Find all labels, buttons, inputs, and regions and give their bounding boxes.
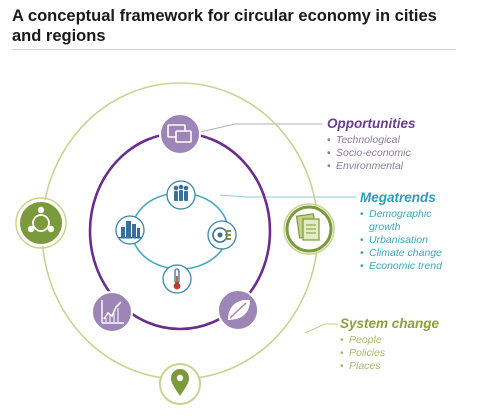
people-network-node — [15, 197, 67, 249]
system-change-item: Policies — [340, 347, 439, 360]
title-divider — [12, 49, 456, 50]
city-icon — [119, 221, 142, 239]
opportunities-heading: Opportunities — [327, 116, 416, 131]
megatrends-item: growth — [369, 221, 401, 233]
thermometer-icon — [173, 268, 181, 290]
system-change-heading: System change — [340, 316, 440, 331]
megatrends-legend: Megatrends Demographic growth Urbanisati… — [360, 190, 442, 273]
population-icon — [173, 184, 189, 201]
opportunities-item: Technological — [327, 134, 416, 147]
city-node — [115, 215, 145, 245]
system-change-item: People — [340, 334, 439, 347]
megatrends-item: Economic trend — [360, 260, 442, 273]
opportunities-item: Socio-economic — [327, 147, 416, 160]
people-network-icon — [27, 206, 55, 233]
system-change-legend: System change People Policies Places — [340, 316, 439, 373]
growth-chart-node — [91, 291, 133, 333]
documents-node — [283, 203, 335, 255]
economy-icon — [212, 227, 231, 243]
megatrends-item: Urbanisation — [360, 234, 442, 247]
opportunities-item: Environmental — [327, 160, 416, 173]
economy-node — [207, 220, 237, 250]
growth-chart-icon — [101, 300, 124, 324]
leaf-icon — [228, 299, 250, 320]
page-title: A conceptual framework for circular econ… — [12, 7, 437, 45]
devices-icon — [167, 124, 192, 143]
megatrends-item: Demographic — [360, 208, 442, 221]
connector-system-change — [304, 323, 338, 334]
documents-icon — [295, 213, 320, 241]
population-node — [166, 180, 196, 210]
megatrends-item: Climate change — [360, 247, 442, 260]
connector-opportunities — [195, 123, 322, 134]
leaf-node — [217, 289, 259, 331]
devices-node — [159, 113, 201, 155]
connector-megatrends — [219, 194, 356, 198]
system-change-item: Places — [340, 360, 439, 373]
location-pin-icon — [171, 369, 189, 396]
location-pin-node — [159, 363, 201, 405]
megatrends-heading: Megatrends — [360, 190, 436, 205]
thermometer-node — [162, 264, 192, 294]
opportunities-legend: Opportunities Technological Socio-econom… — [327, 116, 416, 173]
